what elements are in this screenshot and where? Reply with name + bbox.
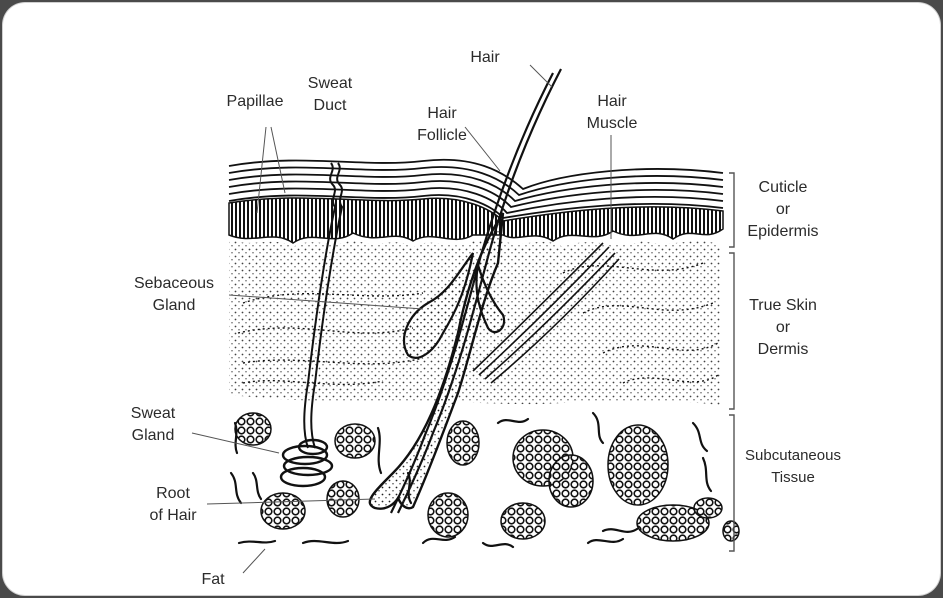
label-sweat-duct: Sweat Duct: [295, 73, 365, 117]
label-hair: Hair: [453, 47, 517, 69]
label-fat: Fat: [189, 569, 237, 591]
label-papillae: Papillae: [215, 91, 295, 113]
label-subcutaneous-tissue: Subcutaneous Tissue: [737, 445, 849, 489]
label-root-of-hair: Root of Hair: [135, 483, 211, 527]
label-sebaceous-gland: Sebaceous Gland: [121, 273, 227, 317]
label-sweat-gland: Sweat Gland: [115, 403, 191, 447]
label-hair-muscle: Hair Muscle: [577, 91, 647, 135]
label-true-skin-dermis: True Skin or Dermis: [735, 295, 831, 361]
label-cuticle-epidermis: Cuticle or Epidermis: [739, 177, 827, 243]
region-brackets: [729, 173, 734, 551]
sweat-gland-shape: [281, 440, 332, 486]
slide-frame: Hair Papillae Sweat Duct Hair Follicle H…: [3, 3, 940, 595]
label-hair-follicle: Hair Follicle: [407, 103, 477, 147]
fat-clusters: [235, 413, 739, 541]
